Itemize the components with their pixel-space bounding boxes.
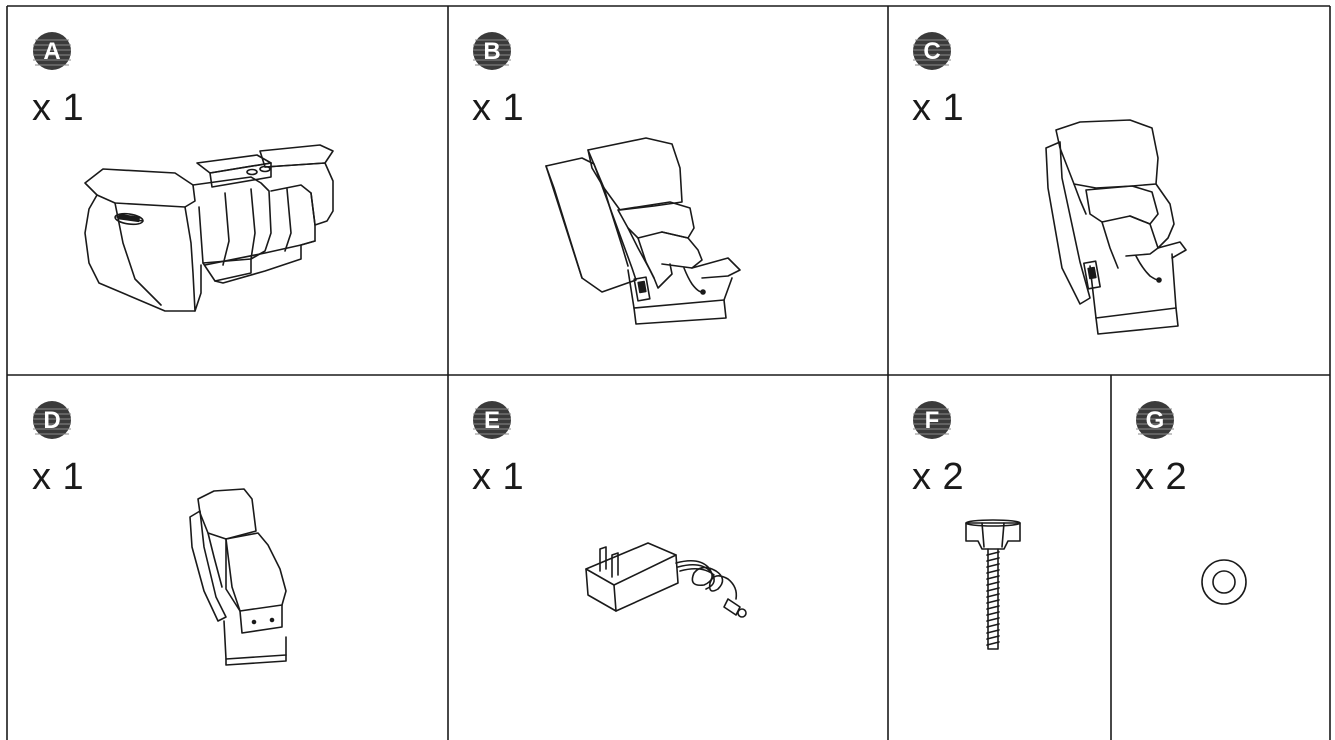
- part-quantity: x 1: [912, 88, 964, 128]
- svg-text:E: E: [484, 407, 500, 434]
- part-quantity: x 1: [32, 88, 84, 128]
- part-a-cell: A x 1: [10, 8, 446, 373]
- armless-chair-section-icon: [186, 487, 296, 667]
- power-recliner-seat-section-icon: [542, 128, 762, 338]
- part-letter-badge: A: [32, 31, 72, 71]
- part-letter-badge: B: [472, 31, 512, 71]
- part-c-cell: C x 1: [890, 8, 1328, 373]
- svg-text:C: C: [923, 38, 940, 65]
- part-letter-badge: G: [1135, 400, 1175, 440]
- svg-text:G: G: [1146, 407, 1165, 434]
- part-b-cell: B x 1: [450, 8, 886, 373]
- power-reclining-console-sofa-icon: [75, 133, 345, 323]
- part-quantity: x 2: [912, 457, 964, 497]
- recliner-seat-section-icon: [1040, 118, 1190, 343]
- part-letter-badge: C: [912, 31, 952, 71]
- part-quantity: x 1: [472, 457, 524, 497]
- svg-text:B: B: [483, 38, 500, 65]
- svg-text:A: A: [43, 38, 60, 65]
- part-d-cell: D x 1: [10, 377, 446, 740]
- washer-icon: [1199, 557, 1249, 607]
- part-quantity: x 1: [32, 457, 84, 497]
- part-letter-badge: E: [472, 400, 512, 440]
- part-letter-badge: D: [32, 400, 72, 440]
- part-g-cell: G x 2: [1113, 377, 1328, 740]
- svg-text:F: F: [925, 407, 940, 434]
- part-quantity: x 1: [472, 88, 524, 128]
- bolt-with-knob-icon: [960, 517, 1030, 657]
- part-e-cell: E x 1: [450, 377, 886, 740]
- part-quantity: x 2: [1135, 457, 1187, 497]
- part-f-cell: F x 2: [890, 377, 1109, 740]
- svg-text:D: D: [43, 407, 60, 434]
- part-letter-badge: F: [912, 400, 952, 440]
- power-adapter-icon: [578, 527, 758, 627]
